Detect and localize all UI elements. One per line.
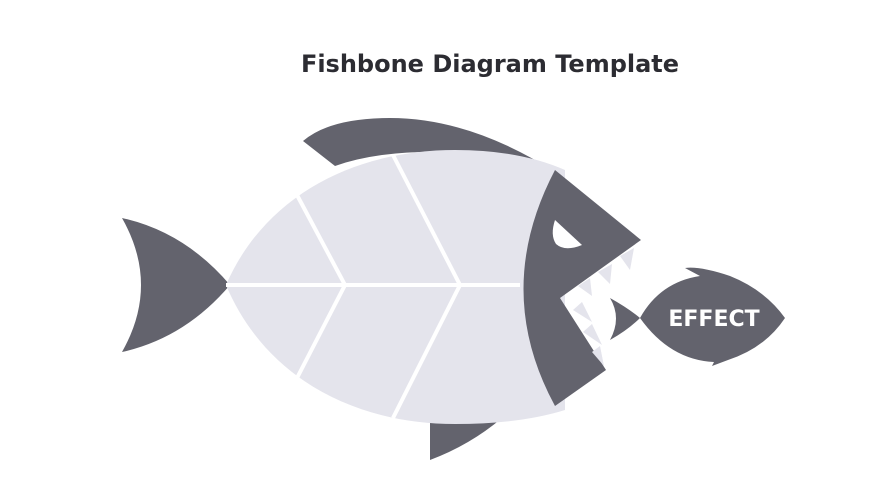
teeth	[573, 248, 634, 366]
effect-fish: EFFECT	[610, 267, 785, 366]
effect-label: EFFECT	[668, 307, 759, 332]
tail-fin	[122, 218, 230, 352]
bone-2	[391, 154, 463, 419]
bone-1	[295, 194, 348, 379]
fish-head	[523, 170, 641, 406]
bottom-fin	[430, 418, 502, 460]
eye-icon	[552, 220, 582, 249]
fish-bones	[226, 154, 520, 419]
diagram-title: Fishbone Diagram Template	[300, 50, 680, 78]
effect-fish-body	[610, 267, 785, 366]
